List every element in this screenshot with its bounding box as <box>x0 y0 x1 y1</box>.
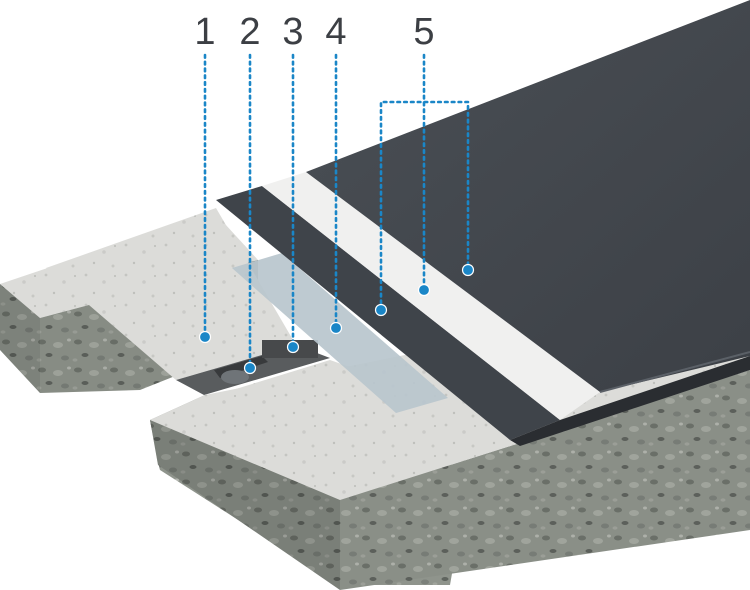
callout-label-5: 5 <box>413 11 434 53</box>
sealing-tape <box>232 253 448 413</box>
callout-label-2: 2 <box>239 11 260 53</box>
callout-dot-4 <box>329 321 343 335</box>
membrane-sheet <box>216 0 750 446</box>
callout-dot-5a <box>374 303 388 317</box>
callout-markers <box>198 263 475 375</box>
callout-dot-5c <box>461 263 475 277</box>
callout-label-4: 4 <box>325 11 346 53</box>
leader-bracket-5 <box>379 100 470 312</box>
backer-rod <box>221 370 249 384</box>
callout-dot-3 <box>286 340 300 354</box>
screed-surface-left <box>46 208 296 380</box>
callout-labels: 1 2 3 4 5 <box>194 11 434 53</box>
callout-dot-1 <box>198 330 212 344</box>
screed-surface-front <box>200 360 500 482</box>
callout-label-1: 1 <box>194 11 215 53</box>
leader-lines <box>203 53 470 368</box>
callout-label-3: 3 <box>282 11 303 53</box>
callout-dot-2 <box>243 361 257 375</box>
callout-dot-5b <box>417 283 431 297</box>
